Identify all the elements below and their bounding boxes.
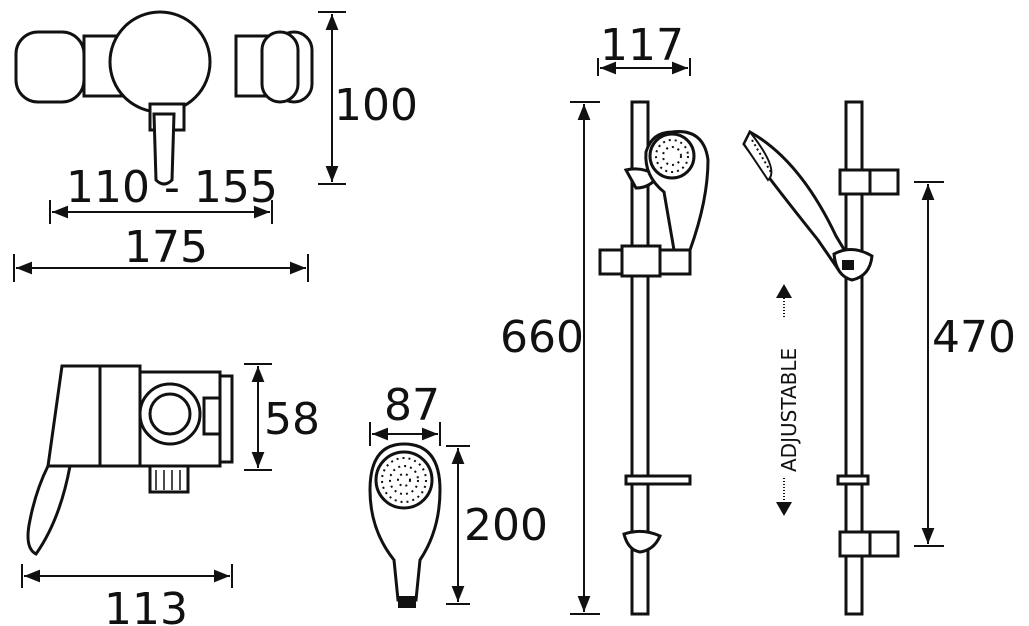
valve-centres-label: 110 - 155 [66, 162, 278, 213]
valve-front-view [14, 10, 314, 186]
adjustable-label: ADJUSTABLE [777, 348, 801, 472]
dimension-valve-centres: 110 - 155 [49, 162, 278, 224]
dimension-handset-width: 87 [369, 380, 441, 446]
handset [368, 442, 442, 608]
valve-side-view [26, 364, 234, 556]
handset-width-label: 87 [384, 380, 440, 431]
riser-rail-front [598, 100, 710, 616]
dimension-handset-length: 200 [446, 445, 548, 605]
dimension-valve-projection: 113 [21, 564, 233, 626]
handset-length-label: 200 [464, 500, 548, 551]
dimension-rail-adjustable-span: 470 [914, 181, 1016, 547]
rail-width-label: 117 [600, 20, 684, 71]
valve-height-label: 100 [334, 80, 418, 131]
valve-width-label: 175 [124, 222, 208, 273]
dimension-rail-length: 660 [500, 101, 600, 615]
rail-adjustable-span-label: 470 [932, 312, 1016, 363]
dimension-valve-height: 100 [318, 11, 418, 185]
dimension-valve-depth: 58 [244, 363, 320, 471]
valve-projection-label: 113 [104, 584, 188, 626]
dimension-valve-width: 175 [13, 222, 309, 282]
dimension-rail-width: 117 [597, 20, 691, 76]
adjustable-indicator: ADJUSTABLE [776, 284, 801, 516]
rail-length-label: 660 [500, 312, 584, 363]
riser-rail-side [742, 100, 900, 616]
valve-depth-label: 58 [264, 394, 320, 445]
